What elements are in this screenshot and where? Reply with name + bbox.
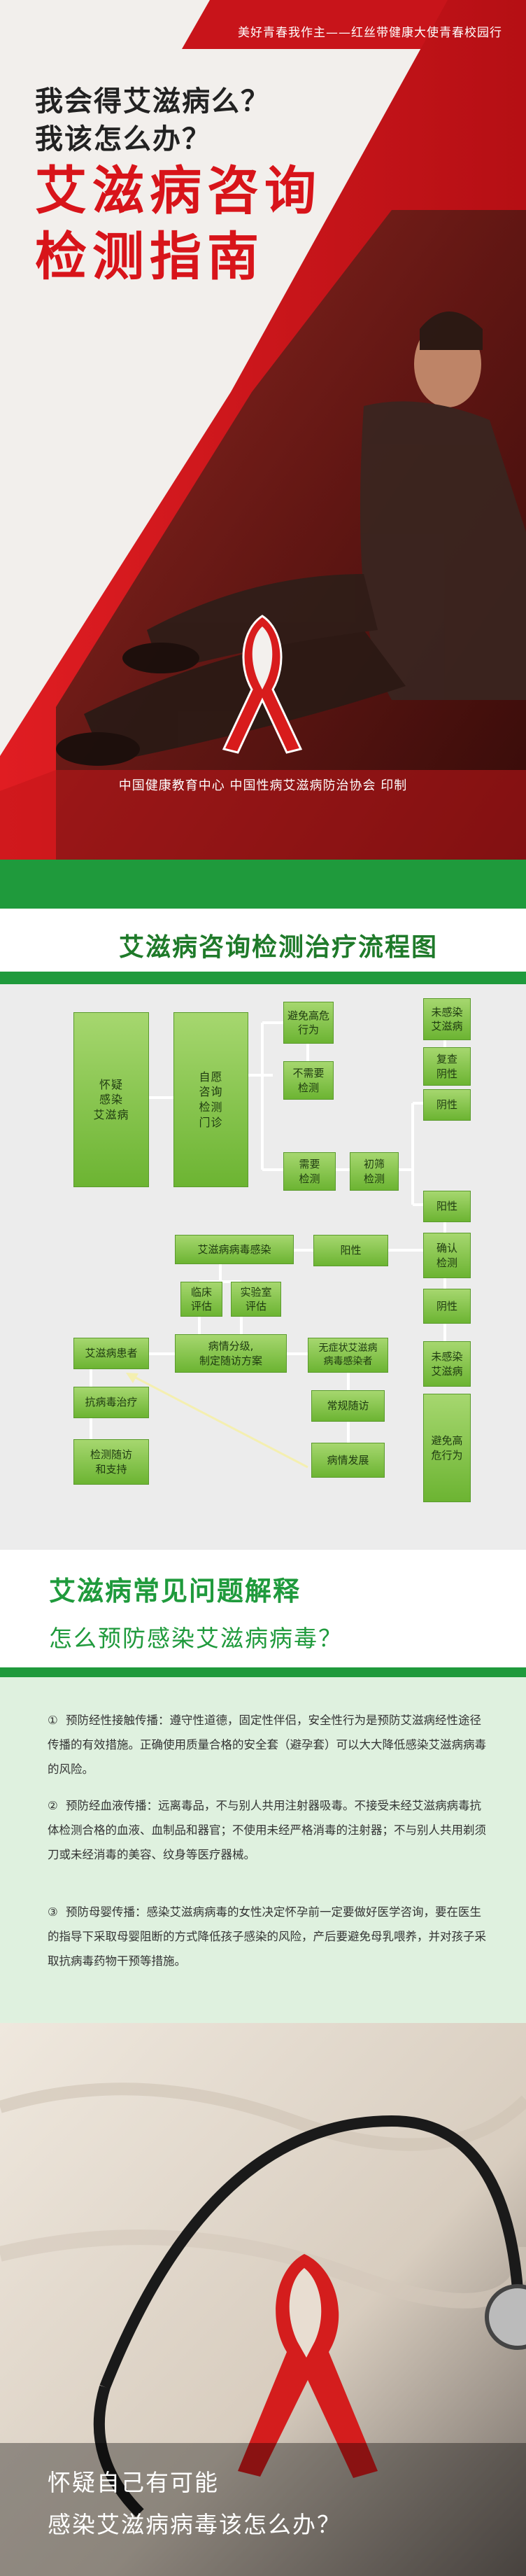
box-clinical-eval: 临床 评估 [180,1282,222,1317]
cover-background [0,0,526,860]
box-negative-2-label: 阴性 [436,1299,457,1312]
box-avoid-risk: 避免高危 行为 [283,1002,334,1044]
box-negative-1-label: 阴性 [436,1098,457,1112]
box-not-infected-2: 未感染 艾滋病 [423,1341,471,1387]
box-asymptomatic-label: 无症状艾滋病 病毒感染者 [318,1343,378,1367]
box-confirm-test: 确认 检测 [423,1233,471,1278]
red-ribbon-icon [222,615,303,754]
box-clinical-eval-label: 临床 评估 [190,1285,212,1312]
bottom-question-2: 感染艾滋病病毒该怎么办？ [48,2511,341,2538]
box-staging-label: 病情分级, 制定随访方案 [199,1340,262,1367]
box-not-infected-1-label: 未感染 艾滋病 [431,1005,463,1032]
box-positive-1-label: 阳性 [436,1200,457,1213]
box-lab-eval: 实验室 评估 [231,1282,281,1317]
box-followup: 常规随访 [311,1390,385,1422]
faq-heading: 艾滋病常见问题解释 [49,1575,301,1606]
box-monitor-support: 检测随访 和支持 [73,1439,149,1485]
cover-title-line-1: 艾滋病咨询 [35,161,322,221]
box-lab-eval-label: 实验室 评估 [240,1285,272,1312]
faq-item-text: 预防母婴传播：感染艾滋病病毒的女性决定怀孕前一定要做好医学咨询，要在医生的指导下… [48,1905,486,1968]
box-no-test-label: 不需要 检测 [292,1067,325,1094]
flowchart-header: 艾滋病咨询检测治疗流程图 [0,860,526,984]
box-need-test-label: 需要 检测 [299,1158,320,1185]
box-aids-patient-label: 艾滋病患者 [85,1347,138,1360]
flowchart-title: 艾滋病咨询检测治疗流程图 [119,932,439,962]
cover-title-line-2: 检测指南 [35,227,264,287]
box-progress: 病情发展 [311,1443,385,1478]
box-staging: 病情分级, 制定随访方案 [175,1334,287,1373]
box-screening-test: 初筛 检测 [350,1152,399,1191]
flowchart-title-band [0,909,526,972]
cover-question-2: 我该怎么办？ [35,123,211,155]
box-retest-negative: 复查 阴性 [423,1047,471,1086]
box-arv-label: 抗病毒治疗 [85,1396,138,1409]
box-positive-2-label: 阳性 [340,1244,362,1257]
box-screening-label: 初筛 检测 [363,1158,385,1185]
box-confirm-label: 确认 检测 [436,1242,457,1269]
box-suspect-label: 怀疑 感染 艾滋病 [93,1077,129,1121]
box-suspect-infection: 怀疑 感染 艾滋病 [73,1012,149,1187]
box-positive-1: 阳性 [423,1191,471,1222]
faq-item-text: 预防经血液传播：远离毒品，不与别人共用注射器吸毒。不接受未经艾滋病病毒抗体检测合… [48,1799,486,1861]
box-not-infected-2-label: 未感染 艾滋病 [431,1350,463,1378]
box-followup-label: 常规随访 [327,1399,369,1413]
bottom-illustration [0,2023,526,2576]
faq-body [0,1677,526,2023]
box-aids-patient: 艾滋病患者 [73,1338,149,1369]
flowchart: 怀疑 感染 艾滋病 自愿 咨询 检测 门诊 避免高危 行为 不需要 检测 需要 … [0,984,526,1550]
box-monitor-label: 检测随访 和支持 [90,1448,132,1476]
box-progress-label: 病情发展 [327,1453,369,1466]
box-positive-2: 阳性 [313,1235,388,1266]
faq-divider [0,1667,526,1677]
faq-item-number: ② [48,1799,58,1812]
faq-item-text: 预防经性接触传播：遵守性道德，固定性伴侣，安全性行为是预防艾滋病经性途径传播的有… [48,1714,486,1776]
faq-item-number: ① [48,1714,58,1727]
box-hiv-infected: 艾滋病病毒感染 [175,1235,294,1264]
bottom-question-1: 怀疑自己有可能 [48,2469,219,2496]
box-negative-1: 阴性 [423,1089,471,1121]
cover-slogan: 美好青春我作主——红丝带健康大使青春校园行 [238,26,502,40]
faq-item-number: ③ [48,1905,58,1919]
cover-section: 美好青春我作主——红丝带健康大使青春校园行 我会得艾滋病么？ 我该怎么办？ 艾滋… [0,0,526,860]
box-avoid-risk-2-label: 避免高 危行为 [431,1434,463,1462]
box-vct-clinic: 自愿 咨询 检测 门诊 [173,1012,248,1187]
cover-printer: 中国健康教育中心 中国性病艾滋病防治协会 印制 [118,778,408,793]
box-avoid-risk-label: 避免高危 行为 [287,1009,329,1036]
red-ribbon-icon [238,2254,378,2478]
bottom-section: 怀疑自己有可能 感染艾滋病病毒该怎么办？ [0,2023,526,2576]
box-no-test: 不需要 检测 [283,1061,334,1100]
box-retest-negative-label: 复查 阴性 [436,1053,457,1080]
box-not-infected-1: 未感染 艾滋病 [423,998,471,1040]
cover-question-1: 我会得艾滋病么？ [35,85,270,118]
box-need-test: 需要 检测 [283,1152,336,1191]
faq-question: 怎么预防感染艾滋病病毒？ [49,1625,343,1652]
box-negative-2: 阴性 [423,1289,471,1324]
box-clinic-label: 自愿 咨询 检测 门诊 [199,1070,223,1129]
box-avoid-risk-2: 避免高 危行为 [423,1394,471,1502]
box-asymptomatic: 无症状艾滋病 病毒感染者 [308,1338,388,1373]
box-hiv-infected-label: 艾滋病病毒感染 [197,1242,271,1256]
stethoscope-icon [93,2115,526,2517]
box-arv-treatment: 抗病毒治疗 [73,1387,149,1418]
